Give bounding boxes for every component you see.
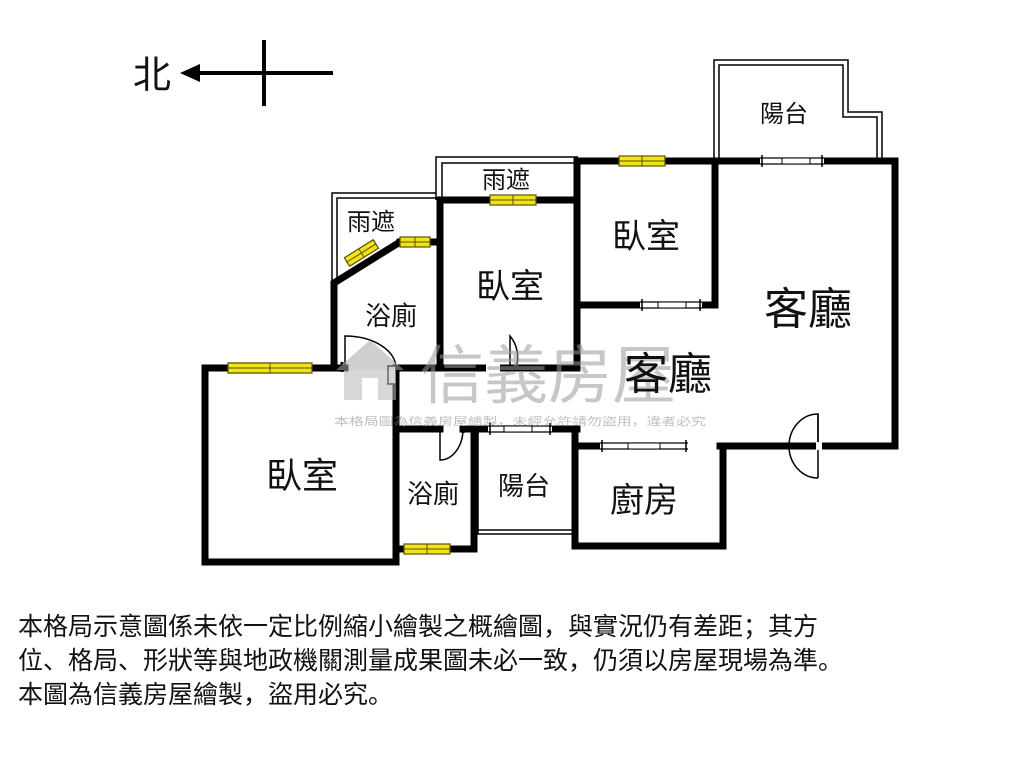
label-balcony-lower: 陽台 [498,472,550,502]
label-kitchen: 廚房 [610,481,678,521]
compass-north-label: 北 [133,53,171,97]
windows [227,155,666,555]
disclaimer-line-1: 本格局示意圖係未依一定比例縮小繪製之概繪圖，與實況仍有差距；其方 [18,612,819,641]
watermark: 信義房屋 本格局圖為信義房屋繪製，未經允許請勿盜用，違者必究 [334,340,706,428]
watermark-notice: 本格局圖為信義房屋繪製，未經允許請勿盜用，違者必究 [334,414,706,428]
label-bedroom-top: 臥室 [612,217,680,257]
label-awning-left: 雨遮 [347,208,395,236]
label-bathroom-upper: 浴廁 [365,302,417,332]
label-bedroom-bottom: 臥室 [266,456,338,497]
floor-plan: 北 [133,40,899,566]
label-living-room-center: 客廳 [624,349,712,400]
room-labels: 陽台 雨遮 雨遮 臥室 臥室 浴廁 客廳 客廳 臥室 浴廁 陽台 廚房 [266,100,852,521]
disclaimer-line-3: 本圖為信義房屋繪製，盜用必究。 [18,680,394,709]
sliding-doors [486,155,824,452]
label-bathroom-lower: 浴廁 [407,480,459,510]
watermark-brand: 信義房屋 [420,340,676,414]
watermark-logo-icon [336,340,404,400]
thin-outlines [331,59,883,535]
label-bedroom-middle: 臥室 [476,267,544,307]
label-awning-center: 雨遮 [482,166,530,194]
disclaimer: 本格局示意圖係未依一定比例縮小繪製之概繪圖，與實況仍有差距；其方 位、格局、形狀… [18,610,1008,712]
compass: 北 [133,40,333,106]
disclaimer-line-2: 位、格局、形狀等與地政機關測量成果圖未必一致，仍須以房屋現場為準。 [18,646,844,675]
label-living-room-right: 客廳 [764,284,852,335]
label-balcony-top: 陽台 [760,100,808,128]
